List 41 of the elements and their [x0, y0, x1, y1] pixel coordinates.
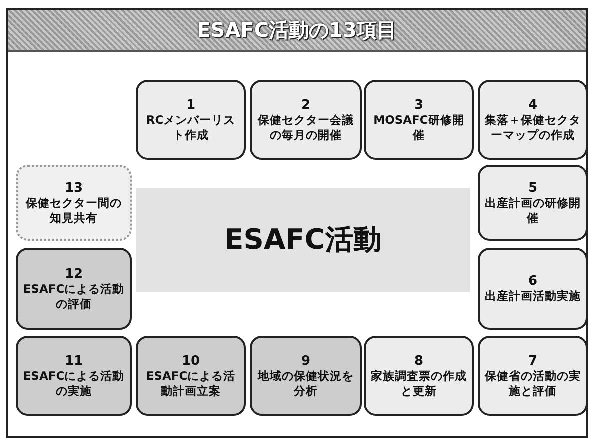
item-number: 5: [528, 180, 538, 196]
item-number: 4: [528, 98, 538, 112]
activity-box: [364, 336, 474, 416]
item-text: 出産計画の研修開催: [484, 196, 582, 226]
activity-box: [16, 248, 132, 330]
activity-box: [136, 336, 246, 416]
item-number: 1: [186, 98, 196, 112]
activity-box: [478, 165, 588, 241]
item-number: 9: [301, 354, 311, 368]
item-number: 3: [414, 98, 424, 112]
item-text: RCメンバーリスト作成: [145, 112, 237, 142]
item-text: MOSAFC研修開催: [372, 112, 466, 142]
item-text: ESAFCによる活動計画立案: [145, 368, 237, 398]
item-number: 12: [64, 266, 84, 282]
activity-box: [250, 336, 362, 416]
activity-box: [364, 80, 474, 160]
item-number: 11: [64, 354, 84, 368]
item-text: 出産計画活動実施: [485, 289, 581, 304]
activity-box: [250, 80, 362, 160]
item-text: 保健セクター会議の毎月の開催: [256, 112, 355, 142]
item-text: 保健セクター間の知見共有: [24, 196, 123, 226]
item-number: 7: [528, 354, 538, 368]
item-text: ESAFCによる活動の実施: [22, 368, 126, 398]
activity-box: [478, 248, 588, 330]
item-number: 8: [414, 354, 424, 368]
item-number: 13: [64, 180, 84, 196]
item-number: 2: [301, 98, 311, 112]
activity-box: [136, 80, 246, 160]
item-text: 家族調査票の作成と更新: [370, 368, 468, 398]
item-number: 6: [528, 274, 538, 289]
item-number: 10: [182, 354, 200, 368]
activity-box: [478, 336, 588, 416]
item-text: 地域の保健状況を分析: [256, 368, 355, 398]
item-text: 保健省の活動の実施と評価: [484, 368, 582, 398]
activity-box: [16, 336, 132, 416]
activity-box: [16, 165, 132, 241]
center-band: ESAFC活動: [136, 188, 470, 292]
title-banner: ESAFC活動の13項目: [8, 10, 586, 52]
activity-box: [478, 80, 588, 160]
item-text: ESAFCによる活動の評価: [22, 282, 126, 312]
item-text: 集落＋保健セクターマップの作成: [484, 112, 582, 142]
